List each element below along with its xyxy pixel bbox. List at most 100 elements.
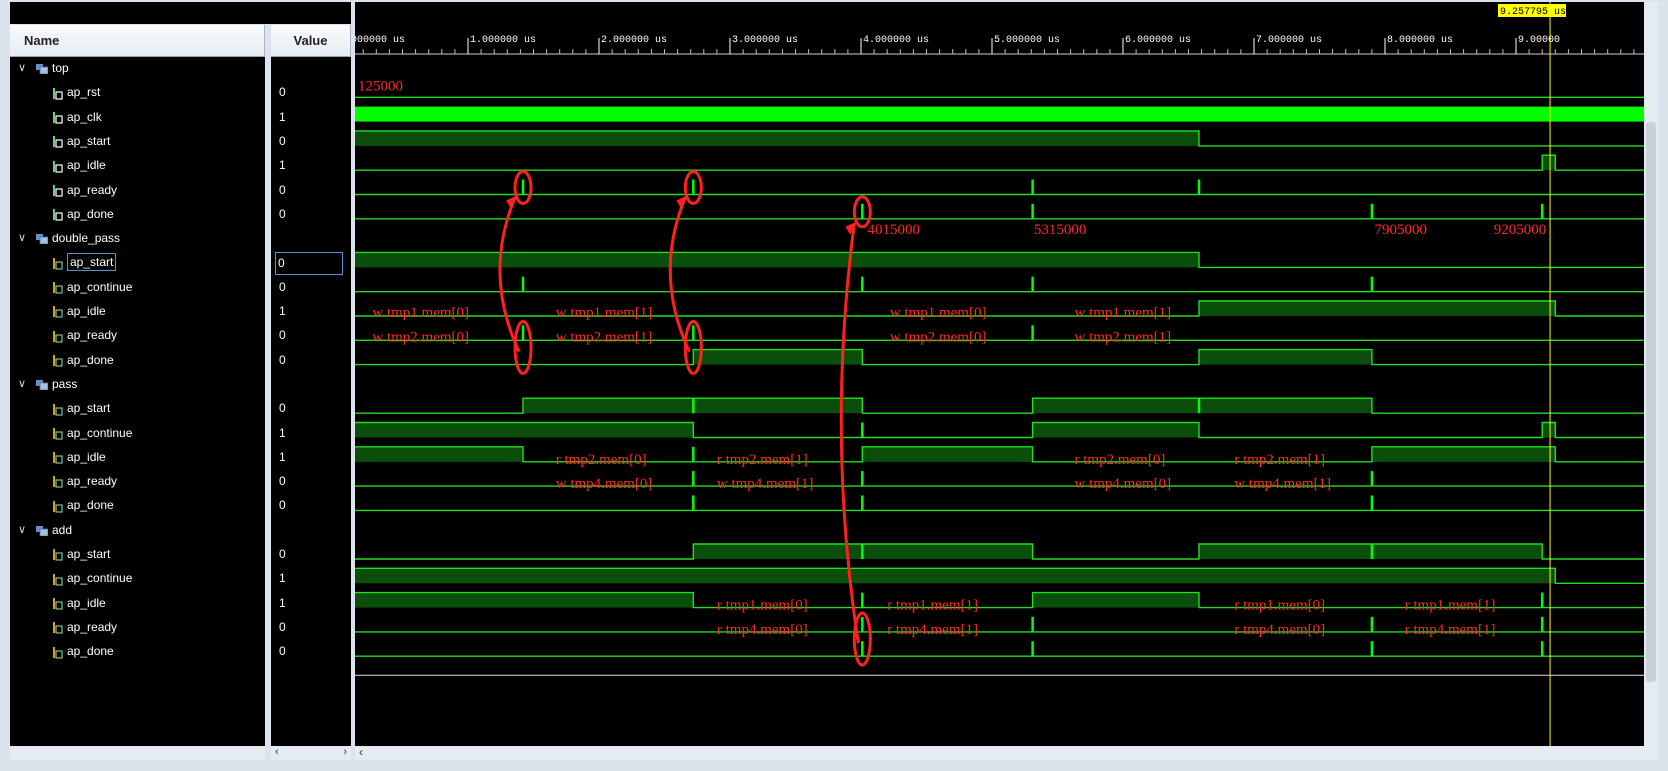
waveform-horizontal-scrollbar[interactable]: ‹	[355, 745, 1644, 760]
signal-icon	[52, 474, 67, 489]
signal-icon	[52, 328, 67, 343]
scroll-left-icon[interactable]: ‹	[275, 746, 279, 758]
signal-value[interactable]: 0	[279, 133, 286, 148]
chevron-down-icon[interactable]: ∨	[18, 377, 27, 390]
signal-value[interactable]: 1	[279, 158, 286, 173]
signal-row[interactable]: ap_start	[52, 250, 117, 275]
signal-value[interactable]: 0	[279, 182, 286, 197]
annotation-label: w tmp1.mem[1]	[1075, 305, 1172, 321]
signal-row[interactable]: ap_idle	[52, 299, 106, 324]
ruler-tick-label: 2.000000 us	[601, 35, 667, 46]
signal-value[interactable]: 0	[275, 252, 343, 276]
signal-value[interactable]: 0	[279, 401, 286, 416]
group-pass[interactable]: ∨pass	[18, 372, 77, 397]
waveform-canvas[interactable]: 0.000000 us1.000000 us2.000000 us3.00000…	[355, 2, 1644, 746]
annotation-label: w tmp1.mem[1]	[556, 305, 653, 321]
group-add[interactable]: ∨ add	[18, 518, 72, 543]
signal-name: ap_ready	[67, 619, 118, 634]
signal-row[interactable]: ap_done	[52, 639, 114, 664]
signal-icon	[52, 547, 67, 561]
signal-row[interactable]: ap_ready	[52, 178, 117, 203]
highlight-ellipse	[852, 611, 872, 667]
signal-row[interactable]: ap_idle	[52, 445, 106, 470]
ruler-tick-label: 5.000000 us	[994, 35, 1060, 46]
signal-row[interactable]: ap_continue	[52, 421, 132, 446]
signal-value[interactable]: 1	[279, 449, 286, 464]
signal-value[interactable]: 0	[279, 328, 286, 343]
signal-row[interactable]: ap_ready	[52, 323, 117, 348]
signal-name: ap_rst	[67, 85, 101, 100]
annotation-label: r tmp2.mem[1]	[1234, 452, 1325, 468]
value-panel-scrollbar[interactable]: ‹ ›	[271, 746, 351, 760]
signal-row[interactable]: ap_start	[52, 129, 110, 154]
annotation-label: w tmp2.mem[1]	[556, 329, 653, 345]
signal-row[interactable]: ap_rst	[52, 80, 100, 105]
wave-high-fill	[355, 130, 1199, 146]
scroll-right-icon[interactable]: ›	[343, 746, 347, 758]
signal-value[interactable]: 0	[279, 547, 286, 561]
signal-row[interactable]: ap_ready	[52, 469, 117, 494]
signal-row[interactable]: ap_clk	[52, 105, 102, 130]
signal-icon	[52, 304, 67, 318]
signal-value-panel: Value 0 1 0 1 0 0 0 0 1 0 0 0 1 1 0 0 0 1 1 0 0 ‹ ›	[271, 25, 351, 760]
annotation-label: r tmp2.mem[1]	[717, 452, 808, 468]
signal-value[interactable]: 1	[279, 109, 286, 124]
signal-row[interactable]: ap_ready	[52, 615, 117, 640]
signal-row[interactable]: ap_continue	[52, 566, 132, 591]
signal-value[interactable]: 0	[279, 474, 286, 489]
annotation-label: w tmp4.mem[1]	[717, 476, 814, 492]
chevron-down-icon[interactable]: ∨	[18, 62, 27, 74]
signal-value[interactable]: 1	[279, 304, 286, 318]
annotation-label: r tmp4.mem[0]	[717, 622, 808, 638]
waveform-trace	[355, 96, 1644, 98]
signal-name: ap_continue	[67, 425, 133, 440]
signal-row[interactable]: ap_done	[52, 348, 114, 373]
signal-name: ap_start	[67, 253, 117, 272]
annotation-arrow	[839, 223, 860, 644]
signal-row[interactable]: ap_done	[52, 202, 114, 227]
annotation-label: w tmp1.mem[0]	[890, 305, 987, 321]
waveform-trace	[355, 130, 1644, 147]
signal-row[interactable]: ap_done	[52, 493, 114, 518]
signal-value[interactable]: 0	[279, 498, 286, 513]
signal-value[interactable]: 0	[279, 644, 286, 659]
waveform-vertical-scrollbar[interactable]	[1644, 2, 1658, 760]
waveform-svg[interactable]: 0.000000 us1.000000 us2.000000 us3.00000…	[355, 2, 1644, 746]
signal-row[interactable]: ap_continue	[52, 275, 132, 300]
signal-value[interactable]: 1	[279, 571, 286, 586]
signal-row[interactable]: ap_start	[52, 542, 110, 567]
ruler-tick-label: 0.000000 us	[355, 35, 405, 46]
signal-name: ap_ready	[67, 182, 118, 197]
scroll-thumb[interactable]	[1646, 122, 1656, 682]
signal-row[interactable]: ap_idle	[52, 591, 106, 616]
scope-icon	[36, 231, 52, 245]
signal-row[interactable]: ap_start	[52, 396, 110, 421]
signal-value[interactable]: 0	[279, 352, 286, 367]
arrowhead-icon	[845, 221, 857, 235]
chevron-down-icon[interactable]: ∨	[18, 523, 27, 536]
chevron-down-icon[interactable]: ∨	[18, 232, 27, 245]
annotation-label: r tmp4.mem[1]	[1405, 622, 1496, 638]
name-column-header[interactable]: Name	[10, 25, 265, 57]
signal-row[interactable]: ap_idle	[52, 153, 106, 178]
wave-high-fill	[1542, 422, 1556, 438]
signal-value[interactable]: 0	[279, 206, 286, 221]
value-column-header[interactable]: Value	[271, 25, 351, 57]
signal-value[interactable]: 1	[279, 595, 286, 610]
group-double_pass[interactable]: ∨double_pass	[18, 226, 120, 251]
highlight-ellipse	[852, 195, 872, 229]
group-name: add	[52, 522, 73, 537]
group-top[interactable]: ∨top	[18, 56, 69, 81]
signal-value[interactable]: 1	[279, 425, 286, 440]
scroll-left-icon[interactable]: ‹	[359, 745, 363, 759]
signal-icon	[52, 207, 67, 221]
annotation-label: w tmp4.mem[0]	[1075, 476, 1172, 492]
signal-value[interactable]: 0	[279, 619, 286, 634]
annotation-label: w tmp4.mem[1]	[1234, 476, 1331, 492]
signal-value[interactable]: 0	[279, 85, 286, 100]
signal-value[interactable]: 0	[279, 279, 286, 294]
waveform-trace	[355, 300, 1644, 317]
highlight-ellipse	[513, 170, 533, 205]
name-panel-scrollbar[interactable]	[10, 746, 265, 760]
signal-name: ap_clk	[67, 109, 102, 124]
